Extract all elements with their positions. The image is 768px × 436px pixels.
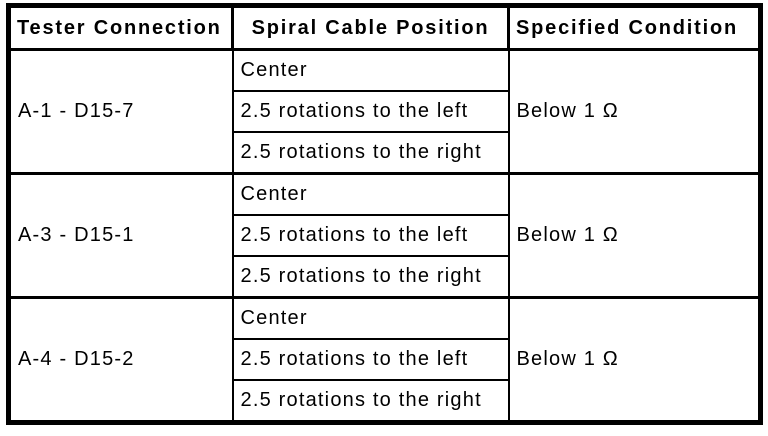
tester-connection-cell: A-3 - D15-1: [7, 172, 234, 299]
table-row: 2.5 rotations to the left: [9, 214, 761, 257]
tester-connection-cell: A-4 - D15-2: [7, 296, 234, 424]
position-cell: 2.5 rotations to the left: [231, 338, 510, 381]
table-row: A-1 - D15-7 Center Below 1 Ω: [7, 48, 762, 175]
specified-condition-cell: Below 1 Ω: [507, 48, 762, 175]
header-specified-condition: Specified Condition: [507, 4, 762, 51]
position-cell: Center: [231, 172, 510, 216]
table-row: A-3 - D15-1 Center Below 1 Ω: [7, 172, 762, 299]
table-row: 2.5 rotations to the right: [9, 379, 761, 424]
position-cell: 2.5 rotations to the right: [231, 379, 510, 424]
position-cell: Center: [231, 296, 510, 340]
position-cell: 2.5 rotations to the right: [231, 255, 510, 299]
tester-connection-cell: A-1 - D15-7: [7, 48, 234, 175]
table-row: 2.5 rotations to the right: [9, 255, 761, 299]
table-row: 2.5 rotations to the left: [9, 90, 761, 133]
spiral-cable-inspection-table: Tester Connection Spiral Cable Position …: [6, 3, 763, 425]
header-row: Tester Connection Spiral Cable Position …: [7, 4, 762, 51]
position-cell: 2.5 rotations to the left: [231, 214, 510, 257]
position-cell: 2.5 rotations to the left: [231, 90, 510, 133]
table-row: A-4 - D15-2 Center Below 1 Ω: [7, 296, 762, 424]
specified-condition-cell: Below 1 Ω: [507, 296, 762, 424]
header-tester-connection: Tester Connection: [7, 4, 234, 51]
table-row: 2.5 rotations to the left: [9, 338, 761, 381]
header-spiral-cable-position: Spiral Cable Position: [231, 4, 510, 51]
position-cell: 2.5 rotations to the right: [231, 131, 510, 175]
table-row: 2.5 rotations to the right: [9, 131, 761, 175]
specified-condition-cell: Below 1 Ω: [507, 172, 762, 299]
position-cell: Center: [231, 48, 510, 92]
